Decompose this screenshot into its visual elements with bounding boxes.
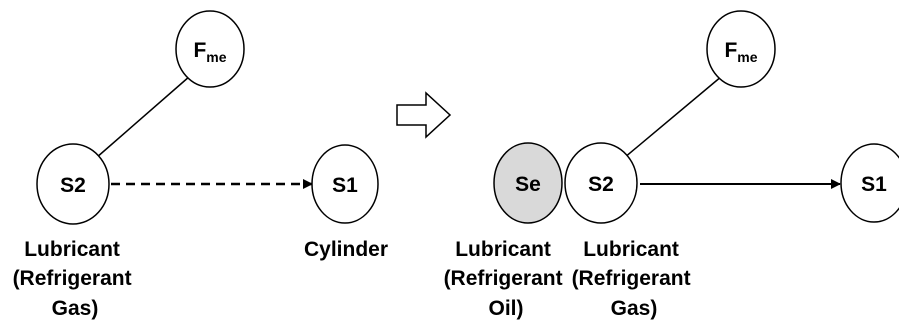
left-s2-caption-line1: Lubricant [24, 238, 120, 261]
right-s1-node: S1 [840, 143, 899, 223]
right-s2-caption-line1: Lubricant [583, 238, 679, 261]
left-s2-caption-line2: (Refrigerant [13, 267, 132, 290]
right-diagram: Fme Se S2 S1 Lubricant (Refrigerant Oil)… [444, 10, 899, 320]
right-s1-label: S1 [861, 173, 887, 196]
left-diagram: Fme S2 S1 Lubricant (Refrigerant Gas) Cy… [13, 10, 388, 320]
svg-text:Fme: Fme [724, 39, 757, 65]
transform-arrow-icon [396, 91, 452, 139]
right-s2-caption-line3: Gas) [611, 297, 658, 320]
left-s2-caption: Lubricant (Refrigerant Gas) [13, 238, 138, 320]
left-s1-node: S1 [311, 144, 379, 224]
right-se-caption-line1: Lubricant [455, 238, 551, 261]
right-se-caption-line2: (Refrigerant [444, 267, 563, 290]
left-fme-s2-link [95, 75, 191, 159]
left-s2-node: S2 [36, 143, 110, 225]
svg-text:Fme: Fme [193, 39, 226, 65]
right-fme-main: F [724, 39, 737, 62]
left-s1-caption: Cylinder [304, 238, 388, 261]
left-fme-sub: me [206, 49, 226, 65]
right-s2-label: S2 [588, 173, 614, 196]
left-s2-label: S2 [60, 174, 86, 197]
right-se-caption-line3: Oil) [489, 297, 524, 320]
right-fme-s2-link [623, 75, 723, 159]
right-s2-caption-line2: (Refrigerant [572, 267, 691, 290]
right-se-label: Se [515, 173, 541, 196]
left-fme-node: Fme [175, 10, 245, 88]
right-fme-sub: me [737, 49, 757, 65]
right-se-node: Se [493, 142, 563, 224]
right-s2-node: S2 [564, 142, 638, 224]
left-s2-caption-line3: Gas) [52, 297, 99, 320]
right-fme-node: Fme [706, 10, 776, 88]
left-s1-caption-line1: Cylinder [304, 238, 388, 261]
right-s2-caption: Lubricant (Refrigerant Gas) [572, 238, 697, 320]
right-se-caption: Lubricant (Refrigerant Oil) [444, 238, 569, 320]
left-s1-label: S1 [332, 174, 358, 197]
left-fme-main: F [193, 39, 206, 62]
